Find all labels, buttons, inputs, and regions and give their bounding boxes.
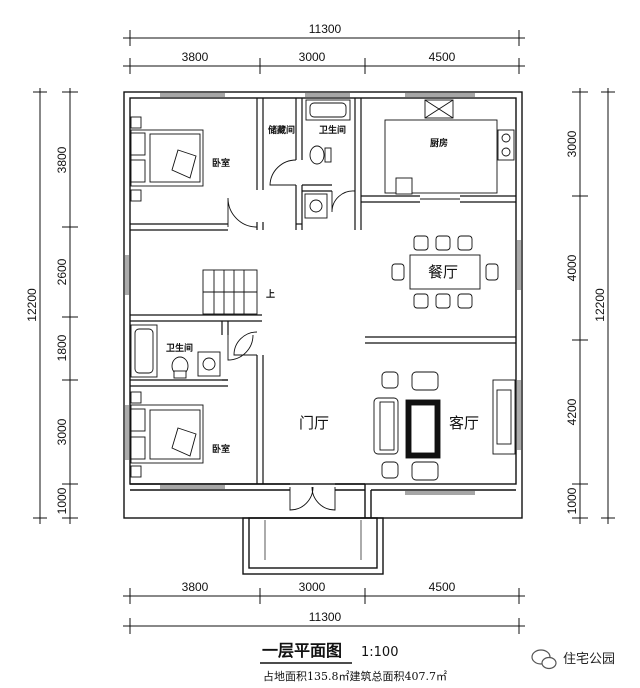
dim-right-seg-3: 4200 xyxy=(565,398,579,425)
stairs-up-label: 上 xyxy=(266,288,275,300)
room-label-storage: 储藏间 xyxy=(268,124,295,136)
room-label-bedroom-top: 卧室 xyxy=(212,157,230,169)
dim-bottom-seg-3: 4500 xyxy=(429,580,456,594)
dim-right-seg-2: 4000 xyxy=(565,254,579,281)
room-label-kitchen: 厨房 xyxy=(430,137,448,149)
dim-right-total: 12200 xyxy=(593,288,607,322)
dim-left-seg-1: 3800 xyxy=(55,146,69,173)
room-label-foyer: 门厅 xyxy=(299,414,329,432)
dim-bottom-total: 11300 xyxy=(309,610,342,624)
dim-left-seg-3: 1800 xyxy=(55,334,69,361)
dim-right-seg-1: 3000 xyxy=(565,130,579,157)
room-label-dining: 餐厅 xyxy=(428,263,458,281)
wechat-logo-icon xyxy=(531,649,557,670)
dim-top-seg-1: 3800 xyxy=(182,50,209,64)
dim-left-total: 12200 xyxy=(25,288,39,322)
room-label-bedroom-bottom: 卧室 xyxy=(212,443,230,455)
plan-area: 占地面积135.8㎡建筑总面积407.7㎡ xyxy=(263,669,447,683)
room-label-bathroom-bottom: 卫生间 xyxy=(166,342,193,354)
dim-right-seg-4: 1000 xyxy=(565,487,579,514)
room-label-bathroom-top: 卫生间 xyxy=(319,124,346,136)
dim-top-seg-3: 4500 xyxy=(429,50,456,64)
dim-left-seg-2: 2600 xyxy=(55,258,69,285)
plan-scale: 1:100 xyxy=(361,645,398,660)
plan-title: 一层平面图 xyxy=(262,641,342,660)
watermark-text: 住宅公园 xyxy=(563,652,615,667)
dim-left-seg-5: 1000 xyxy=(55,487,69,514)
room-label-living: 客厅 xyxy=(449,414,479,432)
dim-left-seg-4: 3000 xyxy=(55,418,69,445)
dim-bottom-seg-2: 3000 xyxy=(299,580,326,594)
dim-top-seg-2: 3000 xyxy=(299,50,326,64)
dim-bottom-seg-1: 3800 xyxy=(182,580,209,594)
dim-top-total: 11300 xyxy=(309,22,342,36)
